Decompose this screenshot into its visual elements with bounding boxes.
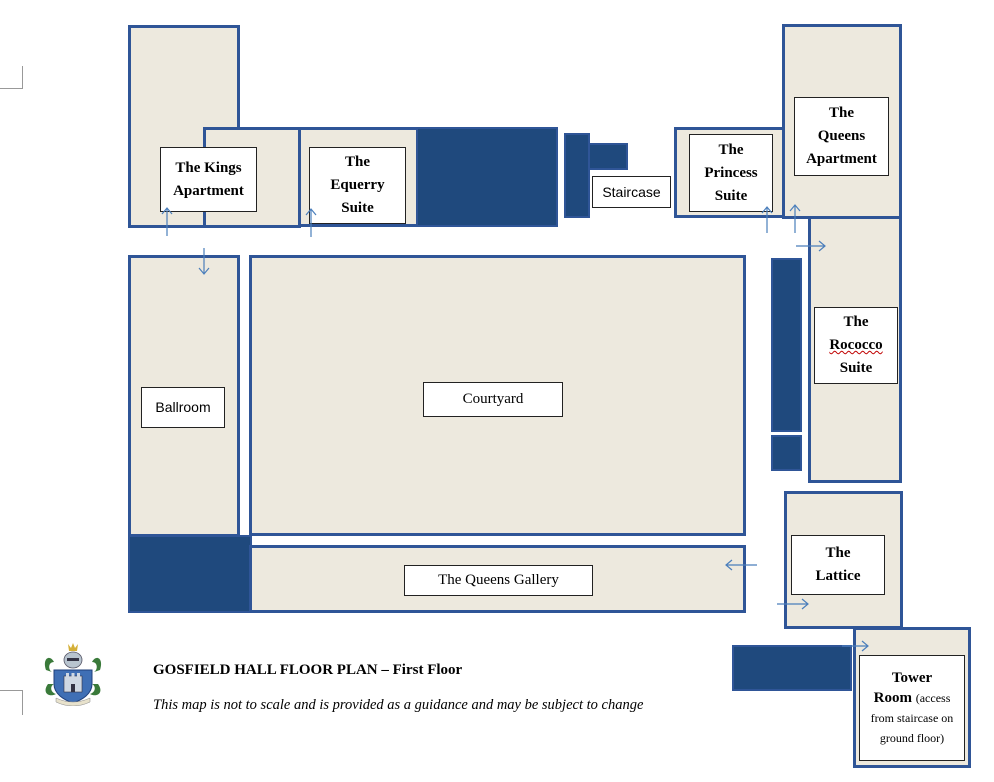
tower-room-label-line2a: Room <box>873 690 912 706</box>
staircase-label: Staircase <box>592 176 671 208</box>
queens-apartment-label: The Queens Apartment <box>794 97 889 176</box>
rococco-suite-label-line3: Suite <box>839 360 873 376</box>
floor-plan-title: GOSFIELD HALL FLOOR PLAN – First Floor <box>153 662 463 678</box>
rococco-suite-label-line2: Rococco <box>829 337 883 353</box>
princess-suite-label-line2: Princess <box>704 164 758 181</box>
staircase-label-text: Staircase <box>602 183 661 200</box>
rococco-dark-column <box>771 258 802 432</box>
equerry-suite-label-line1: The <box>344 154 370 170</box>
arrow-down-ballroom <box>198 248 210 275</box>
arrow-up-queens-apartment <box>789 204 801 233</box>
lattice-label: The Lattice <box>791 535 885 595</box>
arrow-up-kings <box>161 207 173 236</box>
queens-gallery-label-text: The Queens Gallery <box>438 572 559 588</box>
lattice-label-line1: The <box>825 545 851 561</box>
gosfield-hall-crest-logo <box>44 643 102 706</box>
ballroom-label: Ballroom <box>141 387 225 428</box>
tower-room-label-line2: Room (access <box>874 688 951 708</box>
crop-mark-bottom-left <box>0 690 23 715</box>
kings-apartment-label-line1: The Kings <box>175 159 242 176</box>
lattice-label-line2: Lattice <box>815 568 861 584</box>
courtyard-label: Courtyard <box>423 382 563 417</box>
floor-plan-disclaimer: This map is not to scale and is provided… <box>153 697 644 713</box>
staircase-dark-small <box>588 143 628 170</box>
queens-apartment-label-line3: Apartment <box>806 151 877 167</box>
rococco-suite-label: The Rococco Suite <box>814 307 898 384</box>
courtyard-label-text: Courtyard <box>462 391 524 407</box>
tower-dark-block <box>732 645 852 691</box>
queens-gallery-label: The Queens Gallery <box>404 565 593 596</box>
ballroom-label-text: Ballroom <box>155 399 211 415</box>
equerry-suite-label: The Equerry Suite <box>309 147 406 224</box>
arrow-up-equerry <box>305 208 317 237</box>
kings-apartment-label: The Kings Apartment <box>160 147 257 212</box>
queens-apartment-label-line2: Queens <box>817 128 866 144</box>
rococco-dark-small <box>771 435 802 471</box>
arrow-right-tower <box>842 640 869 652</box>
equerry-dark-block <box>416 127 558 227</box>
arrow-left-gallery <box>725 559 757 571</box>
queens-apartment-label-line1: The <box>828 105 854 121</box>
tower-room-label-line1: Tower <box>891 670 933 686</box>
tower-room-label: Tower Room (access from staircase on gro… <box>859 655 965 761</box>
arrow-right-lattice <box>777 598 809 610</box>
equerry-suite-label-line3: Suite <box>341 200 374 216</box>
staircase-dark-column <box>564 133 590 218</box>
tower-room-label-line3: from staircase on <box>870 711 954 725</box>
arrow-up-princess <box>761 206 773 233</box>
tower-room-label-line2b: (access <box>915 691 951 705</box>
crop-mark-top-left <box>0 66 23 89</box>
arrow-right-rococco <box>796 240 826 252</box>
princess-suite-label: The Princess Suite <box>689 134 773 212</box>
princess-suite-label-line3: Suite <box>714 187 748 204</box>
princess-suite-label-line1: The <box>718 141 744 158</box>
rococco-suite-label-line1: The <box>843 314 869 330</box>
kings-apartment-label-line2: Apartment <box>173 182 244 199</box>
equerry-suite-label-line2: Equerry <box>330 177 385 193</box>
tower-room-label-line4: ground floor) <box>879 731 945 745</box>
